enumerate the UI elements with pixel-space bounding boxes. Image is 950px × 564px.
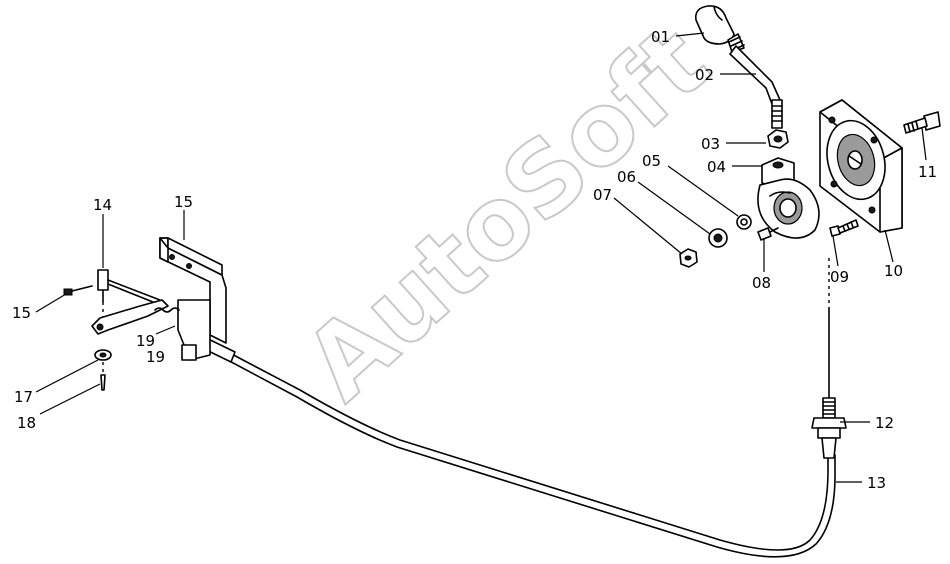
- housing-plate: [819, 99, 903, 233]
- bracket: [159, 237, 227, 361]
- callout-09: 09: [830, 268, 849, 286]
- callout-17: 17: [14, 388, 33, 406]
- shift-lever: [694, 5, 783, 129]
- callout-15-bracket: 15: [174, 193, 193, 211]
- callout-03: 03: [701, 135, 720, 153]
- lever-hub: [757, 157, 820, 239]
- callout-11: 11: [918, 163, 937, 181]
- callout-14: 14: [93, 196, 112, 214]
- callout-05: 05: [642, 152, 661, 170]
- watermark: AutoSoft: [283, 3, 731, 423]
- callout-12: 12: [875, 414, 894, 432]
- callout-labels: 01 02 03 04 05 06 07 08 09 10 11 12 13 1…: [12, 28, 937, 492]
- callout-08: 08: [752, 274, 771, 292]
- callout-07: 07: [593, 186, 612, 204]
- callout-01: 01: [651, 28, 670, 46]
- linkage-assembly: [63, 269, 180, 391]
- callout-02: 02: [695, 66, 714, 84]
- control-cable: [181, 258, 847, 558]
- callout-10: 10: [884, 262, 903, 280]
- bolt: [903, 111, 941, 134]
- callout-13: 13: [867, 474, 886, 492]
- small-fasteners: [679, 214, 859, 268]
- callout-18: 18: [17, 414, 36, 432]
- callout-04: 04: [707, 158, 726, 176]
- callout-15-pin: 15: [12, 304, 31, 322]
- callout-19-spring: 19: [136, 332, 155, 350]
- nut: [767, 129, 789, 149]
- leader-lines: [35, 32, 927, 483]
- callout-19-lower: 19: [146, 348, 165, 366]
- callout-06: 06: [617, 168, 636, 186]
